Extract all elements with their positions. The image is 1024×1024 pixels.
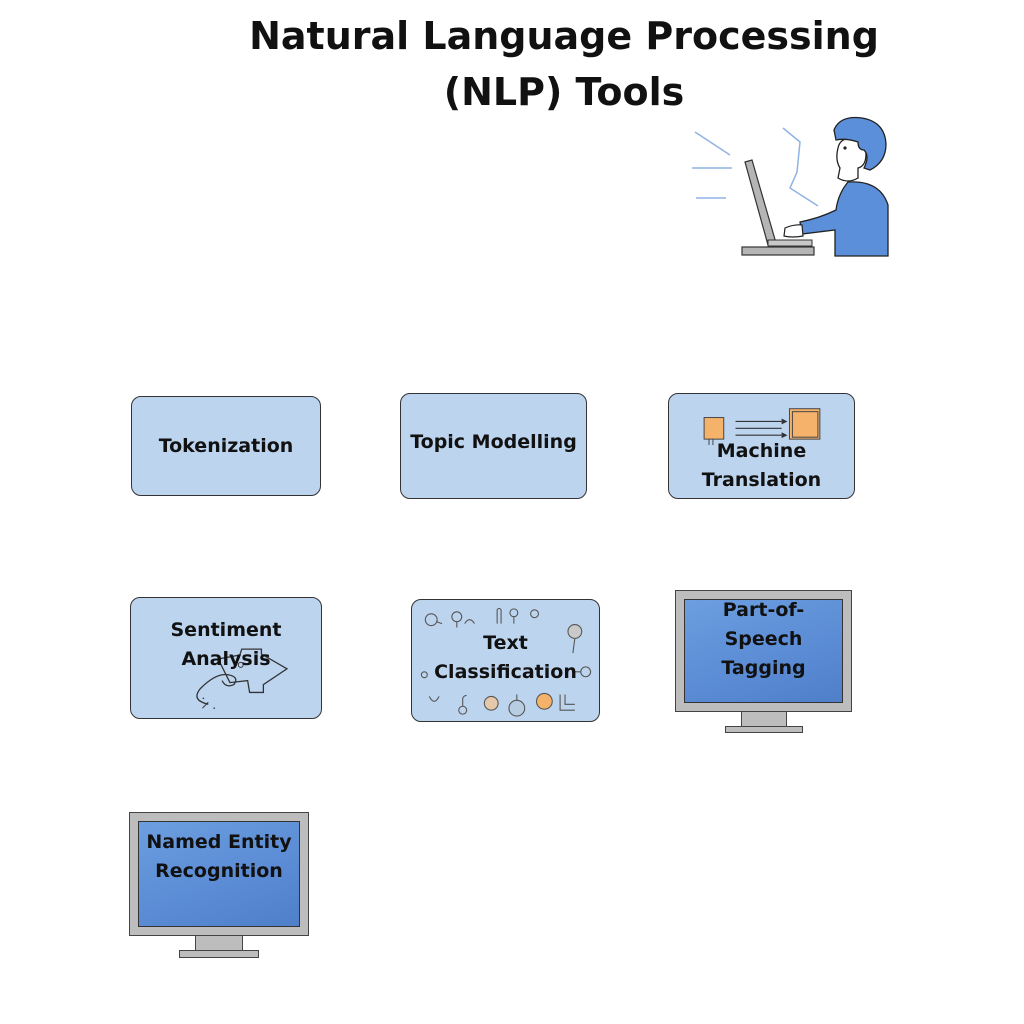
tool-label: Text Classification — [434, 629, 577, 687]
tool-card-machine-translation[interactable]: Machine Translation — [668, 393, 855, 499]
monitor-stand-base — [725, 726, 803, 733]
page-title: Natural Language Processing (NLP) Tools — [0, 8, 1024, 120]
hand-pointer-icon — [196, 648, 289, 709]
tool-label-line-1: Sentiment — [170, 619, 282, 641]
person-at-laptop-icon — [692, 116, 889, 257]
tool-card-text-classification[interactable]: Text Classification — [411, 599, 600, 722]
tool-label: Named Entity Recognition — [146, 828, 291, 886]
tool-label: Topic Modelling — [410, 430, 577, 453]
monitor-stand-base — [179, 950, 259, 958]
title-line-2: (NLP) Tools — [443, 70, 685, 114]
tool-label: Machine Translation — [702, 437, 821, 495]
tool-label-line-1: Text — [483, 631, 528, 654]
tool-label-line-2: Classification — [434, 660, 577, 683]
tool-label-line-2: Tagging — [721, 656, 806, 679]
monitor-screen: Named Entity Recognition — [138, 821, 300, 927]
tool-label-line-2: Analysis — [181, 648, 271, 670]
tool-label-line-2: Translation — [701, 469, 822, 491]
translation-arrows-icon — [703, 408, 821, 446]
tool-label-line-2: Recognition — [155, 860, 283, 882]
tool-label: Part-of-Speech Tagging — [685, 596, 842, 683]
monitor-stand-neck — [741, 711, 787, 727]
tool-label-line-1: Part-of-Speech — [722, 598, 805, 650]
monitor-screen: Part-of-Speech Tagging — [684, 599, 843, 703]
tool-label-line-1: Machine — [716, 440, 807, 462]
tool-card-tokenization[interactable]: Tokenization — [131, 396, 321, 496]
monitor-stand-neck — [195, 935, 243, 951]
nodes-icon — [420, 607, 592, 717]
monitor-frame: Part-of-Speech Tagging — [675, 590, 852, 712]
tool-label-line-1: Named Entity — [146, 831, 292, 853]
tool-monitor-part-of-speech-tagging[interactable]: Part-of-Speech Tagging — [675, 590, 852, 733]
monitor-frame: Named Entity Recognition — [129, 812, 309, 936]
tool-label: Sentiment Analysis — [171, 616, 282, 674]
tool-label: Tokenization — [158, 434, 294, 457]
tool-monitor-named-entity-recognition[interactable]: Named Entity Recognition — [129, 812, 309, 958]
tool-card-sentiment-analysis[interactable]: Sentiment Analysis — [130, 597, 322, 719]
tool-card-topic-modelling[interactable]: Topic Modelling — [400, 393, 587, 499]
title-line-1: Natural Language Processing — [249, 14, 879, 58]
